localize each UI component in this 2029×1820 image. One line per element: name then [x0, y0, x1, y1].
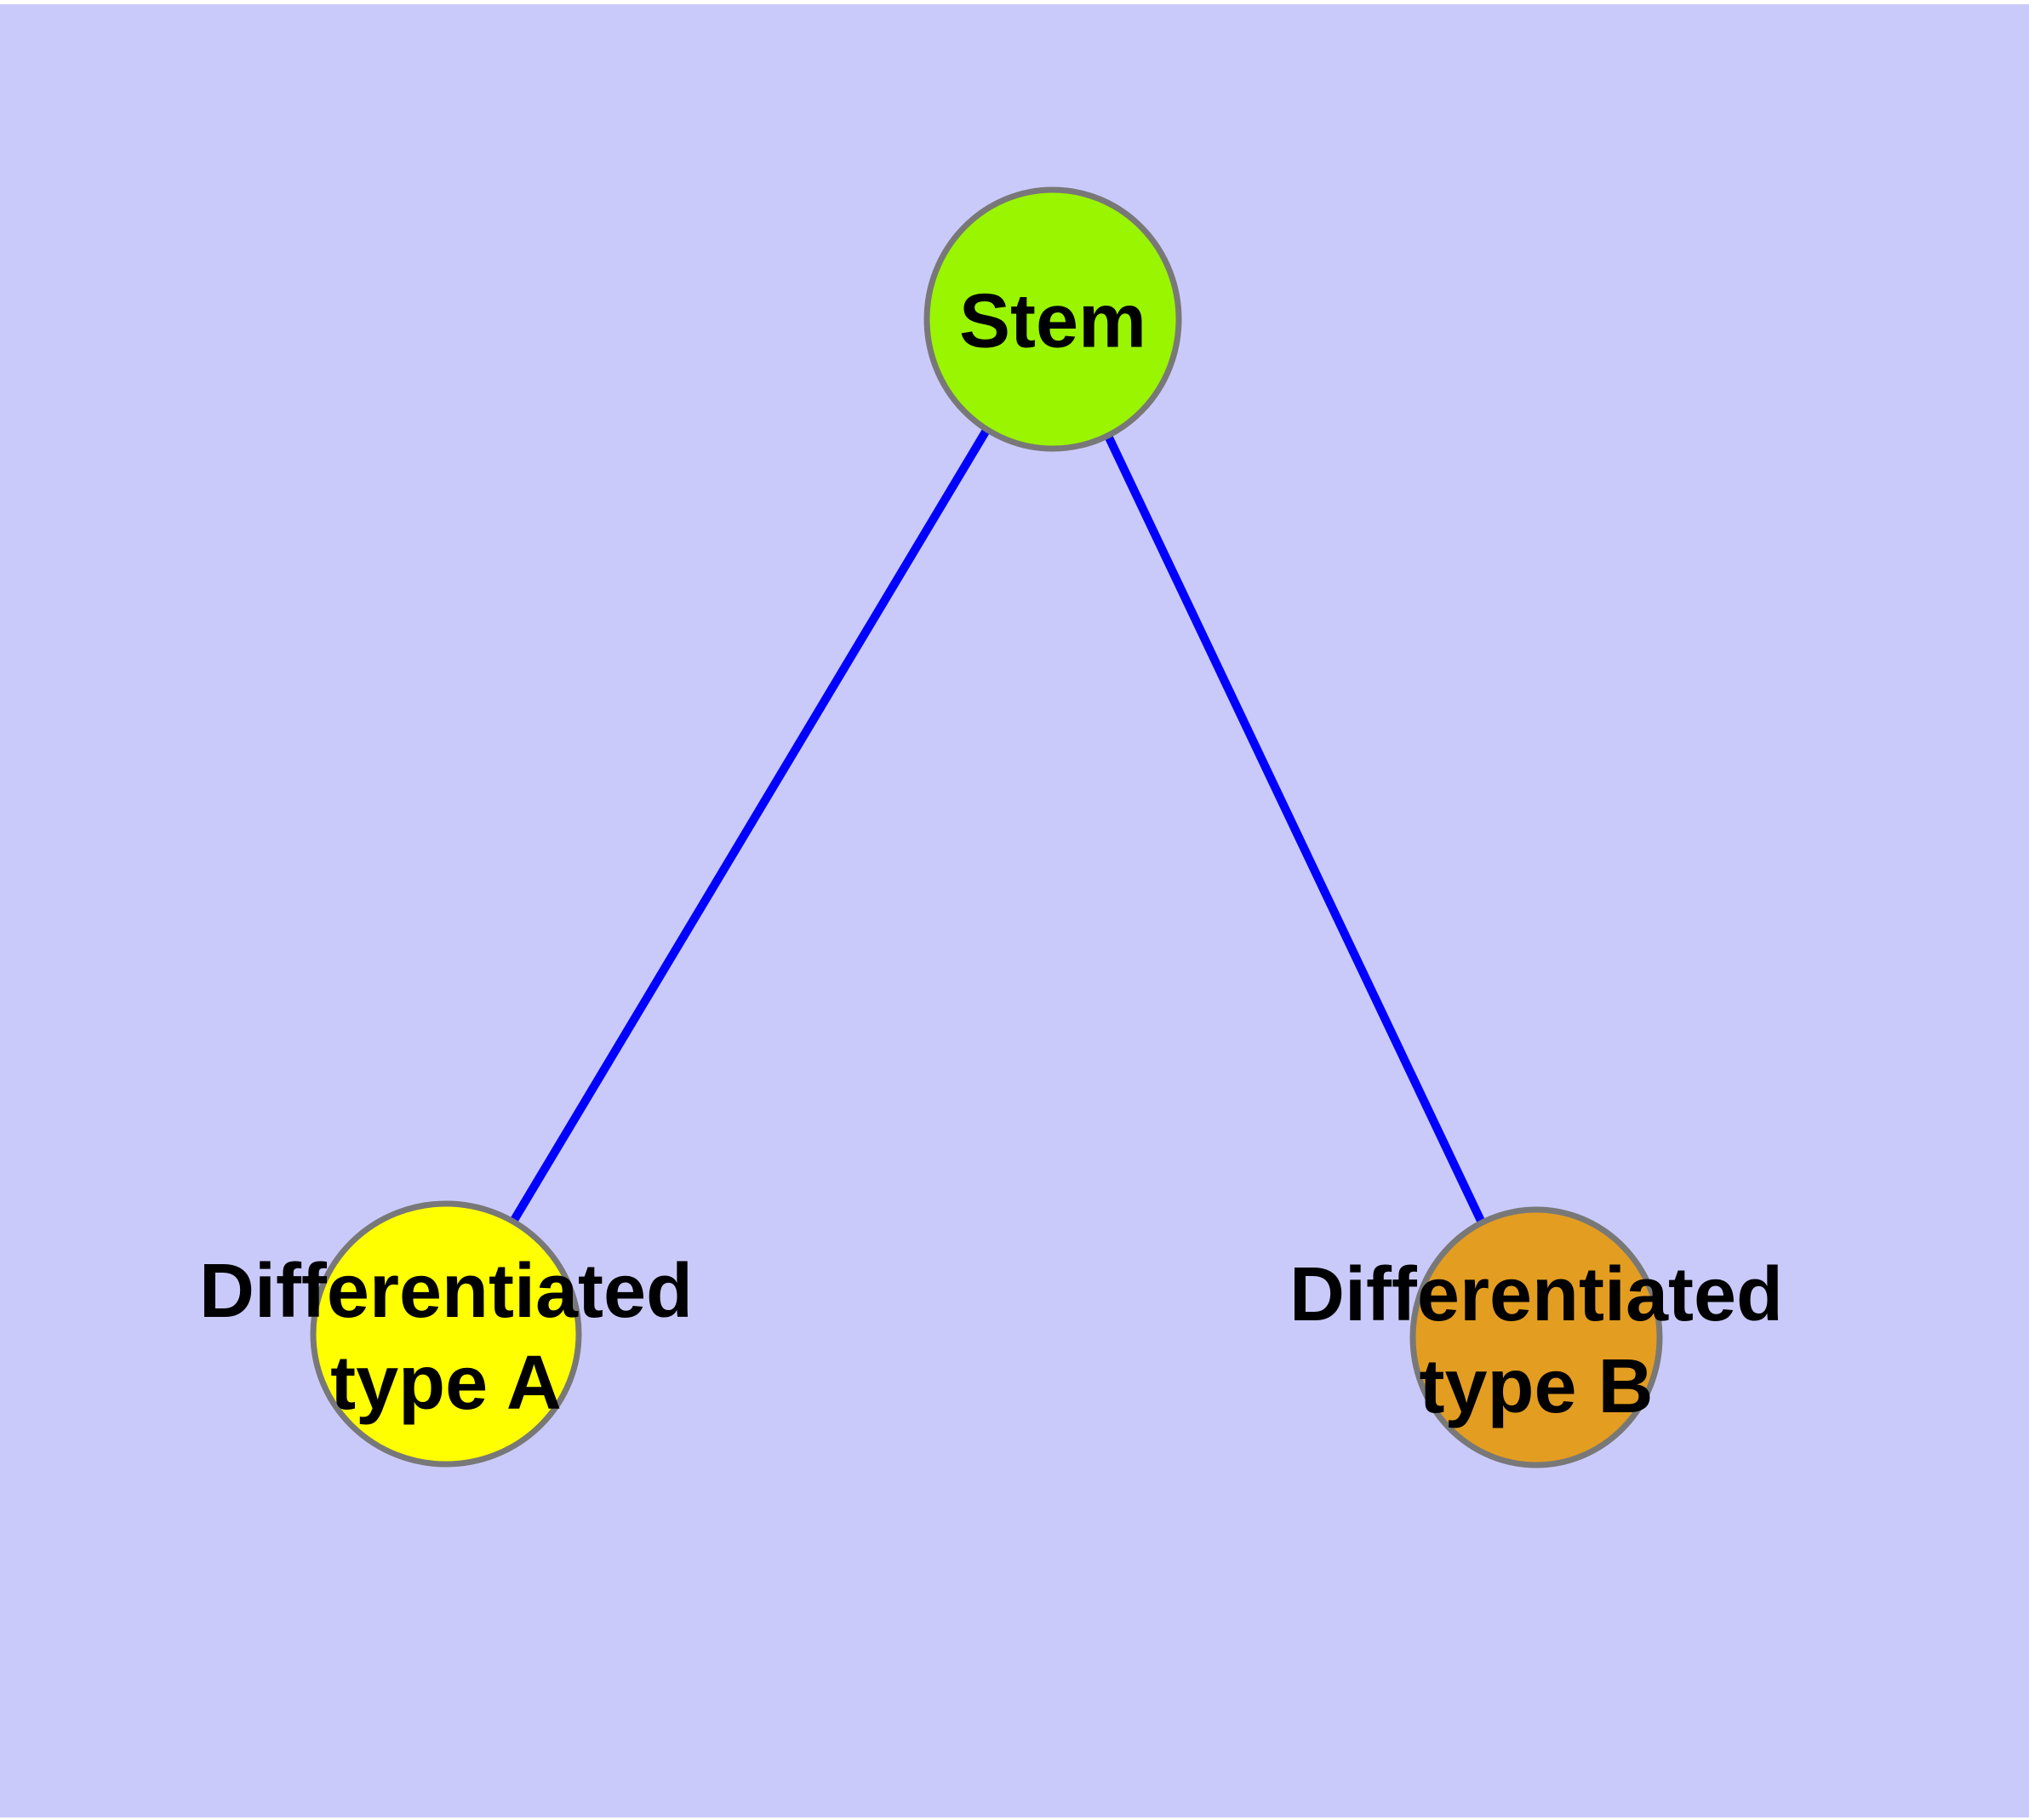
node-differentiated-type-b-label-line-2: type B [1419, 1344, 1653, 1429]
node-differentiated-type-a-label-line-1: Differentiated [199, 1249, 693, 1334]
node-stem-label: Stem [959, 278, 1146, 363]
node-differentiated-type-b-label-line-1: Differentiated [1289, 1252, 1783, 1337]
node-stem-label-line-1: Stem [959, 278, 1146, 363]
node-stem-circle [923, 186, 1182, 452]
node-differentiated-type-a-label-line-2: type A [330, 1341, 562, 1426]
edge-stem-to-differentiated-type-b [1049, 317, 1540, 1340]
canvas-margin-top [0, 0, 2029, 4]
node-differentiated-type-b-circle [1409, 1206, 1663, 1468]
canvas-margin-bottom [0, 1817, 2029, 1820]
edge-stem-to-differentiated-type-a [442, 317, 1057, 1336]
node-differentiated-type-a-circle [310, 1200, 582, 1468]
